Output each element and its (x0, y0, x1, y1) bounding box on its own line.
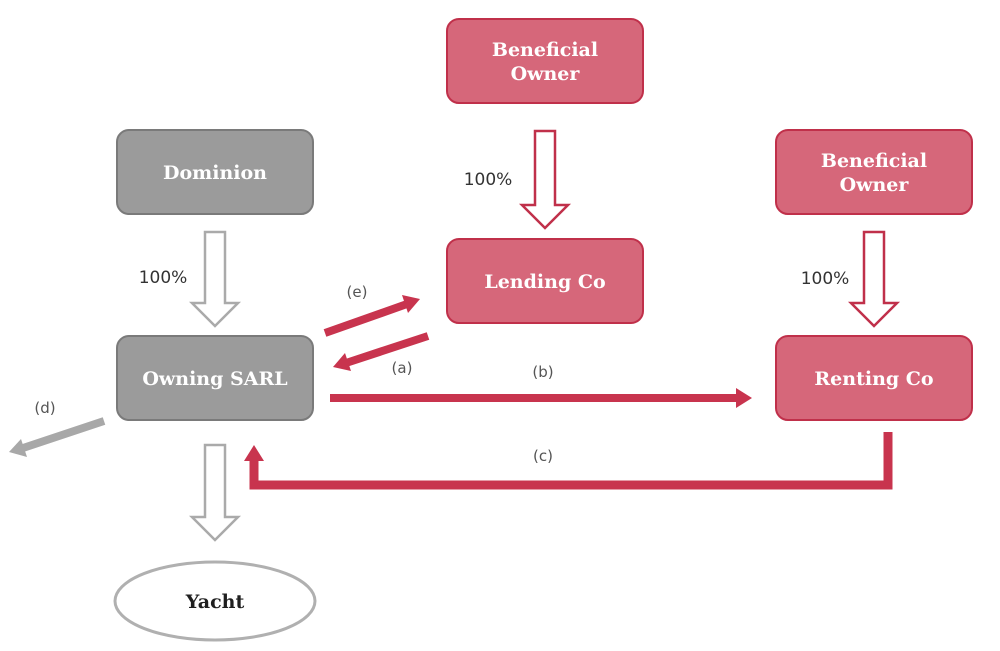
owning-sarl-label: Owning SARL (142, 368, 287, 390)
ownership-arrow-owner-to-renting (847, 230, 901, 328)
node-yacht: Yacht (113, 560, 317, 642)
node-renting-co: Renting Co (775, 335, 973, 421)
flow-label-e: (e) (347, 283, 368, 301)
flow-label-d: (d) (34, 399, 55, 417)
flow-arrow-b (330, 388, 752, 408)
beneficial-owner-top-line1: Beneficial (492, 39, 598, 61)
flow-arrow-e (323, 295, 420, 337)
node-beneficial-owner-top: Beneficial Owner (446, 18, 644, 104)
pct-owner-to-renting: 100% (801, 269, 850, 289)
flow-label-b: (b) (532, 363, 553, 381)
beneficial-owner-top-line2: Owner (511, 63, 581, 85)
beneficial-owner-right-line1: Beneficial (821, 150, 927, 172)
yacht-label: Yacht (185, 591, 245, 613)
lending-co-label: Lending Co (484, 271, 605, 293)
beneficial-owner-right-line2: Owner (840, 174, 910, 196)
node-lending-co: Lending Co (446, 238, 644, 324)
flow-label-c: (c) (533, 447, 553, 465)
ownership-arrow-sarl-to-yacht (188, 443, 242, 542)
node-owning-sarl: Owning SARL (116, 335, 314, 421)
pct-owner-to-lending: 100% (464, 170, 513, 190)
flow-arrow-a (333, 332, 430, 371)
pct-dominion-to-sarl: 100% (139, 268, 188, 288)
flow-label-a: (a) (392, 359, 413, 377)
dominion-label: Dominion (163, 162, 267, 184)
flow-arrow-c (244, 432, 893, 490)
ownership-arrow-owner-to-lending (518, 129, 572, 230)
renting-co-label: Renting Co (814, 368, 933, 390)
node-beneficial-owner-right: Beneficial Owner (775, 129, 973, 215)
node-dominion: Dominion (116, 129, 314, 215)
flow-arrow-d (9, 417, 106, 457)
ownership-arrow-dominion-to-sarl (188, 230, 242, 328)
